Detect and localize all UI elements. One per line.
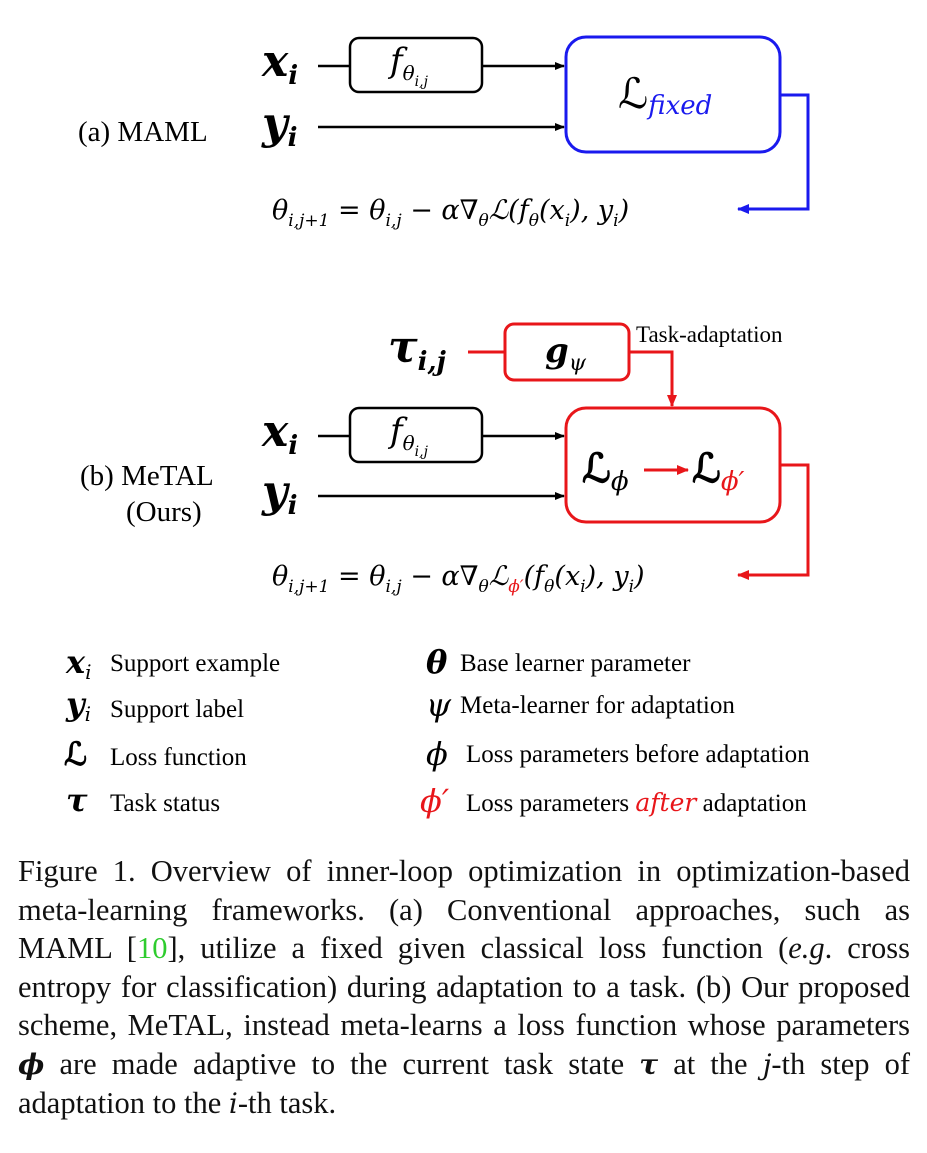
adaptation-arrow <box>629 350 677 407</box>
legend-text-support-example: Support example <box>110 650 280 677</box>
legend-symbol-y: yi <box>65 685 91 726</box>
legend-symbol-phi: ϕ <box>426 735 448 773</box>
legend-symbol-psi: ψ <box>426 686 452 724</box>
panel-a: (a) MAML xi fθi,j yi ℒfixed θi,j+1 = θi,… <box>78 35 810 231</box>
panel-b-ours-label: (Ours) <box>126 496 202 528</box>
legend-symbol-phi-prime: ϕ′ <box>420 782 450 820</box>
legend-symbol-x: xi <box>65 643 91 684</box>
figure-caption: Figure 1. Overview of inner-loop optimiz… <box>18 854 910 1120</box>
panel-a-label: (a) MAML <box>78 116 208 148</box>
adaptive-loss-gradient-arrow <box>737 463 810 580</box>
task-state-symbol: τi,j <box>388 322 447 377</box>
legend-text-loss-before: Loss parameters before adaptation <box>466 741 810 768</box>
metal-update-equation: θi,j+1 = θi,j − α∇θℒϕ′(fθ(xi), yi) <box>272 561 645 597</box>
input-x-symbol-b: xi <box>261 406 298 461</box>
panel-b-label: (b) MeTAL <box>80 460 214 492</box>
meta-learner-label: gψ <box>545 331 587 376</box>
legend: xi Support example yi Support label ℒ Lo… <box>64 643 810 820</box>
citation-link[interactable]: 10 <box>136 931 168 965</box>
fixed-loss-gradient-arrow <box>737 93 810 214</box>
legend-symbol-tau: τ <box>66 781 88 819</box>
legend-text-meta-learner: Meta-learner for adaptation <box>460 692 735 719</box>
loss-after-label: ℒϕ′ <box>692 445 745 497</box>
input-y-symbol: yi <box>261 98 297 153</box>
legend-text-base-learner: Base learner parameter <box>460 650 691 677</box>
task-adaptation-label: Task-adaptation <box>636 322 783 347</box>
maml-update-equation: θi,j+1 = θi,j − α∇θℒ(fθ(xi), yi) <box>272 195 629 231</box>
legend-text-loss-function: Loss function <box>110 744 247 771</box>
input-y-symbol-b: yi <box>261 466 297 521</box>
legend-symbol-theta: θ <box>426 643 448 681</box>
legend-symbol-loss: ℒ <box>64 735 87 773</box>
input-x-symbol: xi <box>261 36 298 91</box>
fixed-loss-label: ℒfixed <box>618 69 712 121</box>
legend-text-task-status: Task status <box>110 790 220 817</box>
legend-left: xi Support example yi Support label ℒ Lo… <box>64 643 280 819</box>
legend-text-loss-after: Loss parameters after adaptation <box>466 788 807 817</box>
loss-before-label: ℒϕ <box>582 445 629 497</box>
legend-text-support-label: Support label <box>110 696 244 723</box>
overview-figure: (a) MAML xi fθi,j yi ℒfixed θi,j+1 = θi,… <box>64 35 810 820</box>
panel-b: (b) MeTAL (Ours) τi,j gψ Task-adaptation… <box>80 322 810 597</box>
legend-right: θ Base learner parameter ψ Meta-learner … <box>420 643 810 820</box>
